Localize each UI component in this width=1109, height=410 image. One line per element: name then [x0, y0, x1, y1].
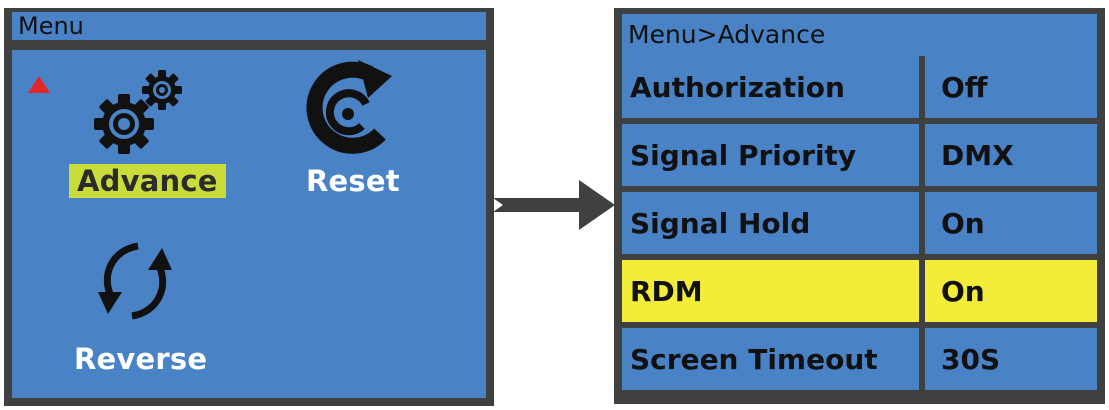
setting-label: Authorization [622, 56, 919, 118]
advance-settings-table: Authorization Off Signal Priority DMX Si… [622, 50, 1097, 396]
menu-item-advance-label: Advance [69, 164, 226, 198]
setting-row-signal-priority[interactable]: Signal Priority DMX [622, 124, 1097, 186]
menu-item-reverse-label: Reverse [74, 342, 208, 376]
setting-value[interactable]: DMX [919, 124, 1097, 186]
arrow-right-icon [493, 180, 615, 230]
gears-icon [94, 70, 182, 154]
scroll-up-indicator-icon [28, 76, 50, 93]
menu-screen: Menu [4, 8, 494, 406]
setting-label: Signal Priority [622, 124, 919, 186]
setting-value[interactable]: On [919, 192, 1097, 254]
setting-value[interactable]: On [919, 260, 1097, 322]
setting-row-screen-timeout[interactable]: Screen Timeout 30S [622, 328, 1097, 390]
setting-label: RDM [622, 260, 919, 322]
setting-value[interactable]: 30S [919, 328, 1097, 390]
setting-row-signal-hold[interactable]: Signal Hold On [622, 192, 1097, 254]
advance-title: Menu>Advance [622, 14, 1097, 56]
setting-label: Signal Hold [622, 192, 919, 254]
menu-body: Advance Reset Reverse [12, 50, 486, 398]
reset-icon [306, 60, 392, 154]
setting-value[interactable]: Off [919, 56, 1097, 118]
setting-row-authorization[interactable]: Authorization Off [622, 56, 1097, 118]
menu-item-reset-label: Reset [306, 164, 400, 198]
menu-title: Menu [12, 12, 486, 40]
reverse-icon [98, 242, 172, 320]
setting-row-rdm[interactable]: RDM On [622, 260, 1097, 322]
advance-screen: Menu>Advance Authorization Off Signal Pr… [614, 8, 1105, 404]
setting-label: Screen Timeout [622, 328, 919, 390]
